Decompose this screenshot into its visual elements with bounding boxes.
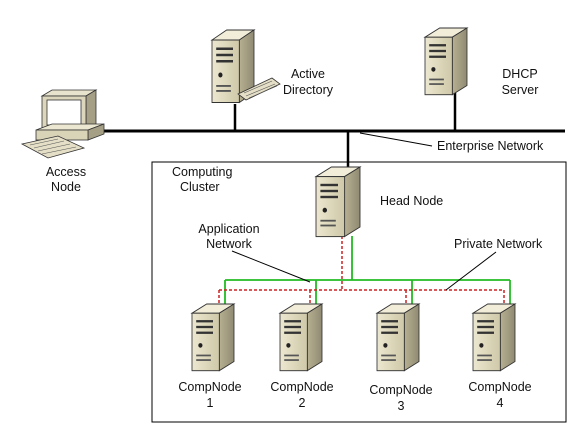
enterprise-network-label: Enterprise Network (437, 139, 544, 153)
dhcp-server-label-line2: Server (502, 83, 539, 97)
computing-cluster-box (151, 161, 567, 423)
computing-cluster-label-line1: Computing (172, 165, 232, 179)
compnode-3-label-line2: 3 (398, 399, 405, 413)
dhcp-server-label-line1: DHCP (502, 67, 537, 81)
enterprise-network-lines (92, 92, 565, 170)
computing-cluster-label-line2: Cluster (180, 180, 220, 194)
compnode-2-server-icon (279, 303, 323, 372)
head-node-server-icon (315, 166, 361, 238)
compnode-4-server-icon (472, 303, 516, 372)
application-network-label-line2: Network (206, 237, 253, 251)
compnode-2-label-line2: 2 (299, 396, 306, 410)
access-node-label-line1: Access (46, 165, 86, 179)
desktop-computer-icon (20, 89, 105, 159)
compnode-1-label-line1: CompNode (178, 380, 241, 394)
private-network-label: Private Network (454, 237, 543, 251)
callout-lines (231, 250, 497, 291)
private-network-lines (218, 236, 505, 306)
active-directory-label-line1: Active (291, 67, 325, 81)
application-network-lines (224, 236, 511, 306)
compnode-4-label-line1: CompNode (468, 380, 531, 394)
keyboard-icon (237, 77, 281, 101)
application-network-label-line1: Application (198, 222, 259, 236)
active-directory-label-line2: Directory (283, 83, 334, 97)
compnode-2-label-line1: CompNode (270, 380, 333, 394)
compnode-3-server-icon (376, 303, 420, 372)
dhcp-server-icon (424, 27, 468, 96)
head-node-label: Head Node (380, 194, 443, 208)
compnode-1-server-icon (191, 303, 235, 372)
compnode-1-label-line2: 1 (207, 396, 214, 410)
compnode-4-label-line2: 4 (497, 396, 504, 410)
access-node-label-line2: Node (51, 180, 81, 194)
compnode-3-label-line1: CompNode (369, 383, 432, 397)
